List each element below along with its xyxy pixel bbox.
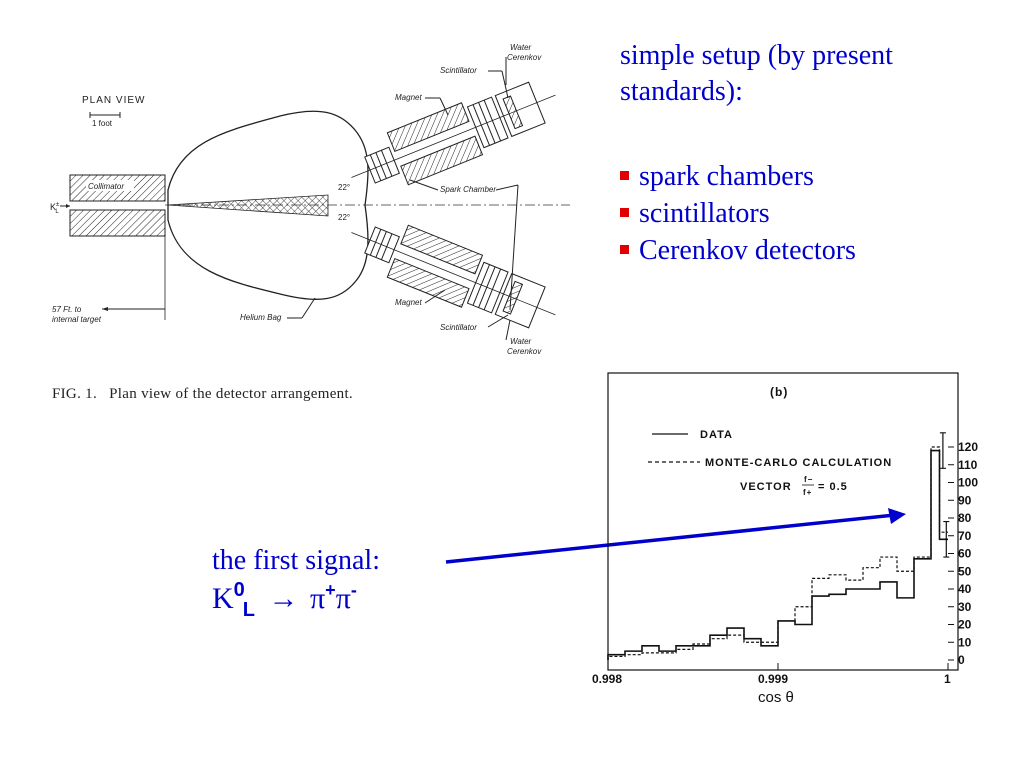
cerenkov-bottom-label: Cerenkov xyxy=(507,347,542,356)
lower-detector-arm xyxy=(351,224,556,329)
x-axis-label: cos θ xyxy=(758,689,794,706)
y-tick-label: 80 xyxy=(958,511,972,525)
target-distance-label: 57 Ft. to xyxy=(52,305,82,314)
upper-detector-arm xyxy=(351,81,556,186)
water-top-label: Water xyxy=(510,43,532,52)
figure-caption: FIG. 1. Plan view of the detector arrang… xyxy=(52,386,353,402)
y-tick-label: 50 xyxy=(958,564,972,578)
series-data-line xyxy=(607,449,948,660)
collimator-label: Collimator xyxy=(88,182,124,191)
series-mc-line xyxy=(607,446,948,660)
bullet-spark-chambers: spark chambers xyxy=(620,158,856,195)
y-tick-label: 60 xyxy=(958,547,972,561)
setup-text: simple setup (by present standards): xyxy=(620,40,893,107)
legend-vector: VECTOR xyxy=(740,481,792,493)
legend-frac-den: f+ xyxy=(803,488,812,497)
collimator: Collimator xyxy=(69,174,166,237)
angle-bottom: 22° xyxy=(338,213,350,222)
histogram-layer xyxy=(607,432,950,660)
magnet-top-label: Magnet xyxy=(395,93,422,102)
y-tick-label: 120 xyxy=(958,440,978,454)
y-tick-label: 100 xyxy=(958,476,978,490)
x-tick-label: 1 xyxy=(944,672,951,686)
bullet-square-icon xyxy=(620,171,629,181)
magnet-bottom-label: Magnet xyxy=(395,298,422,307)
legend-frac-num: f− xyxy=(804,475,813,484)
error-bar-0 xyxy=(939,432,946,469)
bullet-square-icon xyxy=(620,245,629,255)
y-tick-label: 40 xyxy=(958,582,972,596)
helium-bag xyxy=(167,110,369,300)
y-tick-label: 10 xyxy=(958,635,972,649)
target-distance-label-2: internal target xyxy=(52,315,102,324)
scintillator-top-label: Scintillator xyxy=(440,66,477,75)
error-bar-1 xyxy=(943,520,950,558)
y-tick-label: 110 xyxy=(958,458,978,472)
first-signal-label: the first signal: xyxy=(212,545,380,576)
y-tick-label: 90 xyxy=(958,493,972,507)
cerenkov-top-label: Cerenkov xyxy=(507,53,542,62)
signal-arrow xyxy=(445,508,906,564)
axis-ticks: 0 10 20 30 40 50 60 70 80 90 100 110 120 0.998 0.999 1 xyxy=(592,440,978,686)
x-tick-label: 0.999 xyxy=(758,672,788,686)
bullet-scintillators: scintillators xyxy=(620,195,856,232)
panel-label: (b) xyxy=(770,385,788,399)
y-tick-label: 70 xyxy=(958,529,972,543)
helium-bag-label: Helium Bag xyxy=(240,313,282,322)
spark-chamber-label: Spark Chamber xyxy=(440,185,496,194)
scintillator-bottom-label: Scintillator xyxy=(440,323,477,332)
scale-label: 1 foot xyxy=(92,119,113,128)
plan-view-figure: PLAN VIEW 1 foot Collimator K±L 22° 22° xyxy=(50,43,570,356)
water-bottom-label: Water xyxy=(510,337,532,346)
legend-mc: MONTE-CARLO CALCULATION xyxy=(705,457,892,469)
reaction-formula: K0L → π+π- xyxy=(212,579,357,621)
bullet-cerenkov: Cerenkov detectors xyxy=(620,232,856,269)
target-wedge xyxy=(167,194,329,217)
x-tick-label: 0.998 xyxy=(592,672,622,686)
detector-list: spark chambers scintillators Cerenkov de… xyxy=(620,158,856,269)
y-tick-label: 0 xyxy=(958,653,965,667)
bullet-square-icon xyxy=(620,208,629,218)
legend-vector-value: = 0.5 xyxy=(818,481,848,493)
plan-view-title: PLAN VIEW xyxy=(82,95,145,106)
beam-label: K±L xyxy=(50,202,60,215)
cos-theta-histogram: (b) DATA MONTE-CARLO CALCULATION VECTOR … xyxy=(592,372,978,706)
y-tick-label: 20 xyxy=(958,618,972,632)
legend-data: DATA xyxy=(700,429,733,441)
y-tick-label: 30 xyxy=(958,600,972,614)
angle-top: 22° xyxy=(338,183,350,192)
